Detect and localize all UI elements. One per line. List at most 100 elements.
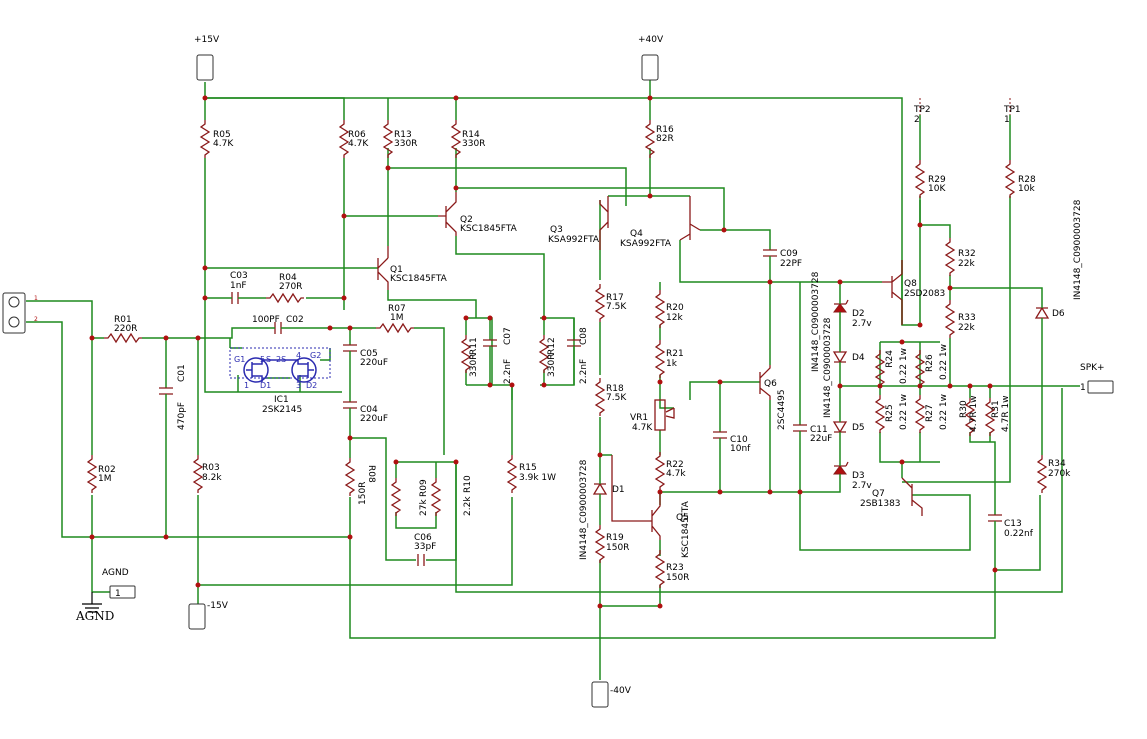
c06-val: 33pF xyxy=(414,542,436,552)
capacitor-bodies xyxy=(159,249,1002,566)
d5-val: IN4148_C0900003728 xyxy=(823,317,833,418)
input-connector[interactable] xyxy=(2,292,26,334)
q1-ref: Q1 xyxy=(390,265,403,275)
r20-val: 12k xyxy=(666,313,683,323)
r25-ref: R25 xyxy=(885,404,895,422)
ic1-g2: G2 xyxy=(310,351,321,360)
q1-val: KSC1845FTA xyxy=(390,274,448,284)
r26-ref: R26 xyxy=(925,354,935,372)
r27-ref: R27 xyxy=(925,404,935,422)
r04-ref: R04 xyxy=(279,273,297,283)
p40-terminal[interactable] xyxy=(641,54,659,81)
d4-ref: D4 xyxy=(852,353,865,363)
c10-ref: C10 xyxy=(730,435,748,445)
c08-ref: C08 xyxy=(579,327,589,345)
ic1-g1: G1 xyxy=(234,355,245,364)
r26-val: 0.22 1w xyxy=(939,344,949,380)
agnd-pin: 1 xyxy=(115,589,121,599)
tp2-label: TP2 xyxy=(913,105,931,115)
c09-ref: C09 xyxy=(780,249,798,259)
r12-val: 330R xyxy=(547,354,557,377)
d5-ref: D5 xyxy=(852,423,865,433)
c03-ref: C03 xyxy=(230,271,248,281)
r06-ref: R06 xyxy=(348,130,366,140)
c05-ref: C05 xyxy=(360,349,378,359)
q8-ref: Q8 xyxy=(904,279,917,289)
r03-ref: R03 xyxy=(202,463,220,473)
c13-val: 0.22nf xyxy=(1004,529,1034,539)
d2-val: 2.7v xyxy=(852,319,872,329)
r19-val: 150R xyxy=(606,543,629,553)
m40-label: -40V xyxy=(610,686,632,696)
vr1-val: 4.7K xyxy=(632,423,653,433)
q6-ref: Q6 xyxy=(764,379,777,389)
c07-ref: C07 xyxy=(503,327,513,345)
agnd-terminal[interactable] xyxy=(109,585,136,599)
r18-ref: R18 xyxy=(606,384,624,394)
m15-terminal[interactable] xyxy=(188,603,206,630)
r02-val: 1M xyxy=(98,474,112,484)
r19-ref: R19 xyxy=(606,533,624,543)
transistor-bodies xyxy=(377,192,923,540)
d3-val: 2.7v xyxy=(852,481,872,491)
q4-ref: Q4 xyxy=(630,229,643,239)
ic1-s2: 2S xyxy=(276,355,286,364)
r03-val: 8.2k xyxy=(202,473,222,483)
d6-val: IN4148_C0900003728 xyxy=(1073,199,1083,300)
r13-ref: R13 xyxy=(394,130,412,140)
r12-ref: R12 xyxy=(547,337,557,355)
r31-val: 4.7R 1w xyxy=(1001,395,1011,432)
r28-ref: R28 xyxy=(1018,175,1036,185)
r22-ref: R22 xyxy=(666,460,684,470)
c01-val: 470pF xyxy=(177,402,187,430)
r16-val: 82R xyxy=(656,134,674,144)
c08-val: 2.2nF xyxy=(579,359,589,384)
c02-val: 100PF xyxy=(252,315,280,325)
ic1-ref: IC1 xyxy=(274,395,289,405)
d4-val: IN4148_C0900003728 xyxy=(811,271,821,372)
c02-ref: C02 xyxy=(286,315,304,325)
r08-ref: R08 xyxy=(366,465,376,483)
m40-terminal[interactable] xyxy=(591,681,609,708)
diode-bodies xyxy=(592,299,1050,502)
ic1-pin5: 5 xyxy=(260,355,265,364)
r08-val: 150R xyxy=(358,482,368,505)
r04-val: 270R xyxy=(279,282,302,292)
r29-ref: R29 xyxy=(928,175,946,185)
p15-terminal[interactable] xyxy=(196,54,214,81)
labels: +15V +40V -15V -40V AGND 1 AGND TP2 2 TP… xyxy=(34,35,1105,696)
c01-ref: C01 xyxy=(177,364,187,382)
r31-ref: R31 xyxy=(991,400,1001,418)
agnd-label: AGND xyxy=(102,568,129,578)
c11-val: 22uF xyxy=(810,434,832,444)
q3-val: KSA992FTA xyxy=(548,235,600,245)
resistor-bodies xyxy=(87,119,1047,589)
r24-ref: R24 xyxy=(885,350,895,368)
r07-val: 1M xyxy=(390,313,404,323)
r34-val: 270k xyxy=(1048,469,1071,479)
r01-ref: R01 xyxy=(114,315,132,325)
tp1-pin: 1 xyxy=(1004,115,1010,125)
junctions xyxy=(89,95,998,609)
r15-val: 3.9k 1W xyxy=(519,473,556,483)
c04-ref: C04 xyxy=(360,405,378,415)
ic1-body xyxy=(229,347,331,383)
wires xyxy=(26,78,1080,680)
spk-terminal[interactable] xyxy=(1087,380,1114,394)
d1-ref: D1 xyxy=(612,485,625,495)
c05-val: 220uF xyxy=(360,358,388,368)
r15-ref: R15 xyxy=(519,463,537,473)
c03-val: 1nF xyxy=(230,281,247,291)
r13-val: 330R xyxy=(394,139,417,149)
r16-ref: R16 xyxy=(656,125,674,135)
ic1-pin3: 3 xyxy=(296,381,301,390)
tp1-label: TP1 xyxy=(1003,105,1021,115)
q2-ref: Q2 xyxy=(460,215,473,225)
spk-pin: 1 xyxy=(1080,383,1086,393)
r06-val: 4.7K xyxy=(348,139,369,149)
q4-val: KSA992FTA xyxy=(620,239,672,249)
r10-val: 2.2k xyxy=(463,496,473,516)
ic1-s: S xyxy=(266,355,271,364)
q2-val: KSC1845FTA xyxy=(460,224,518,234)
ic1-pin1: 1 xyxy=(244,381,249,390)
